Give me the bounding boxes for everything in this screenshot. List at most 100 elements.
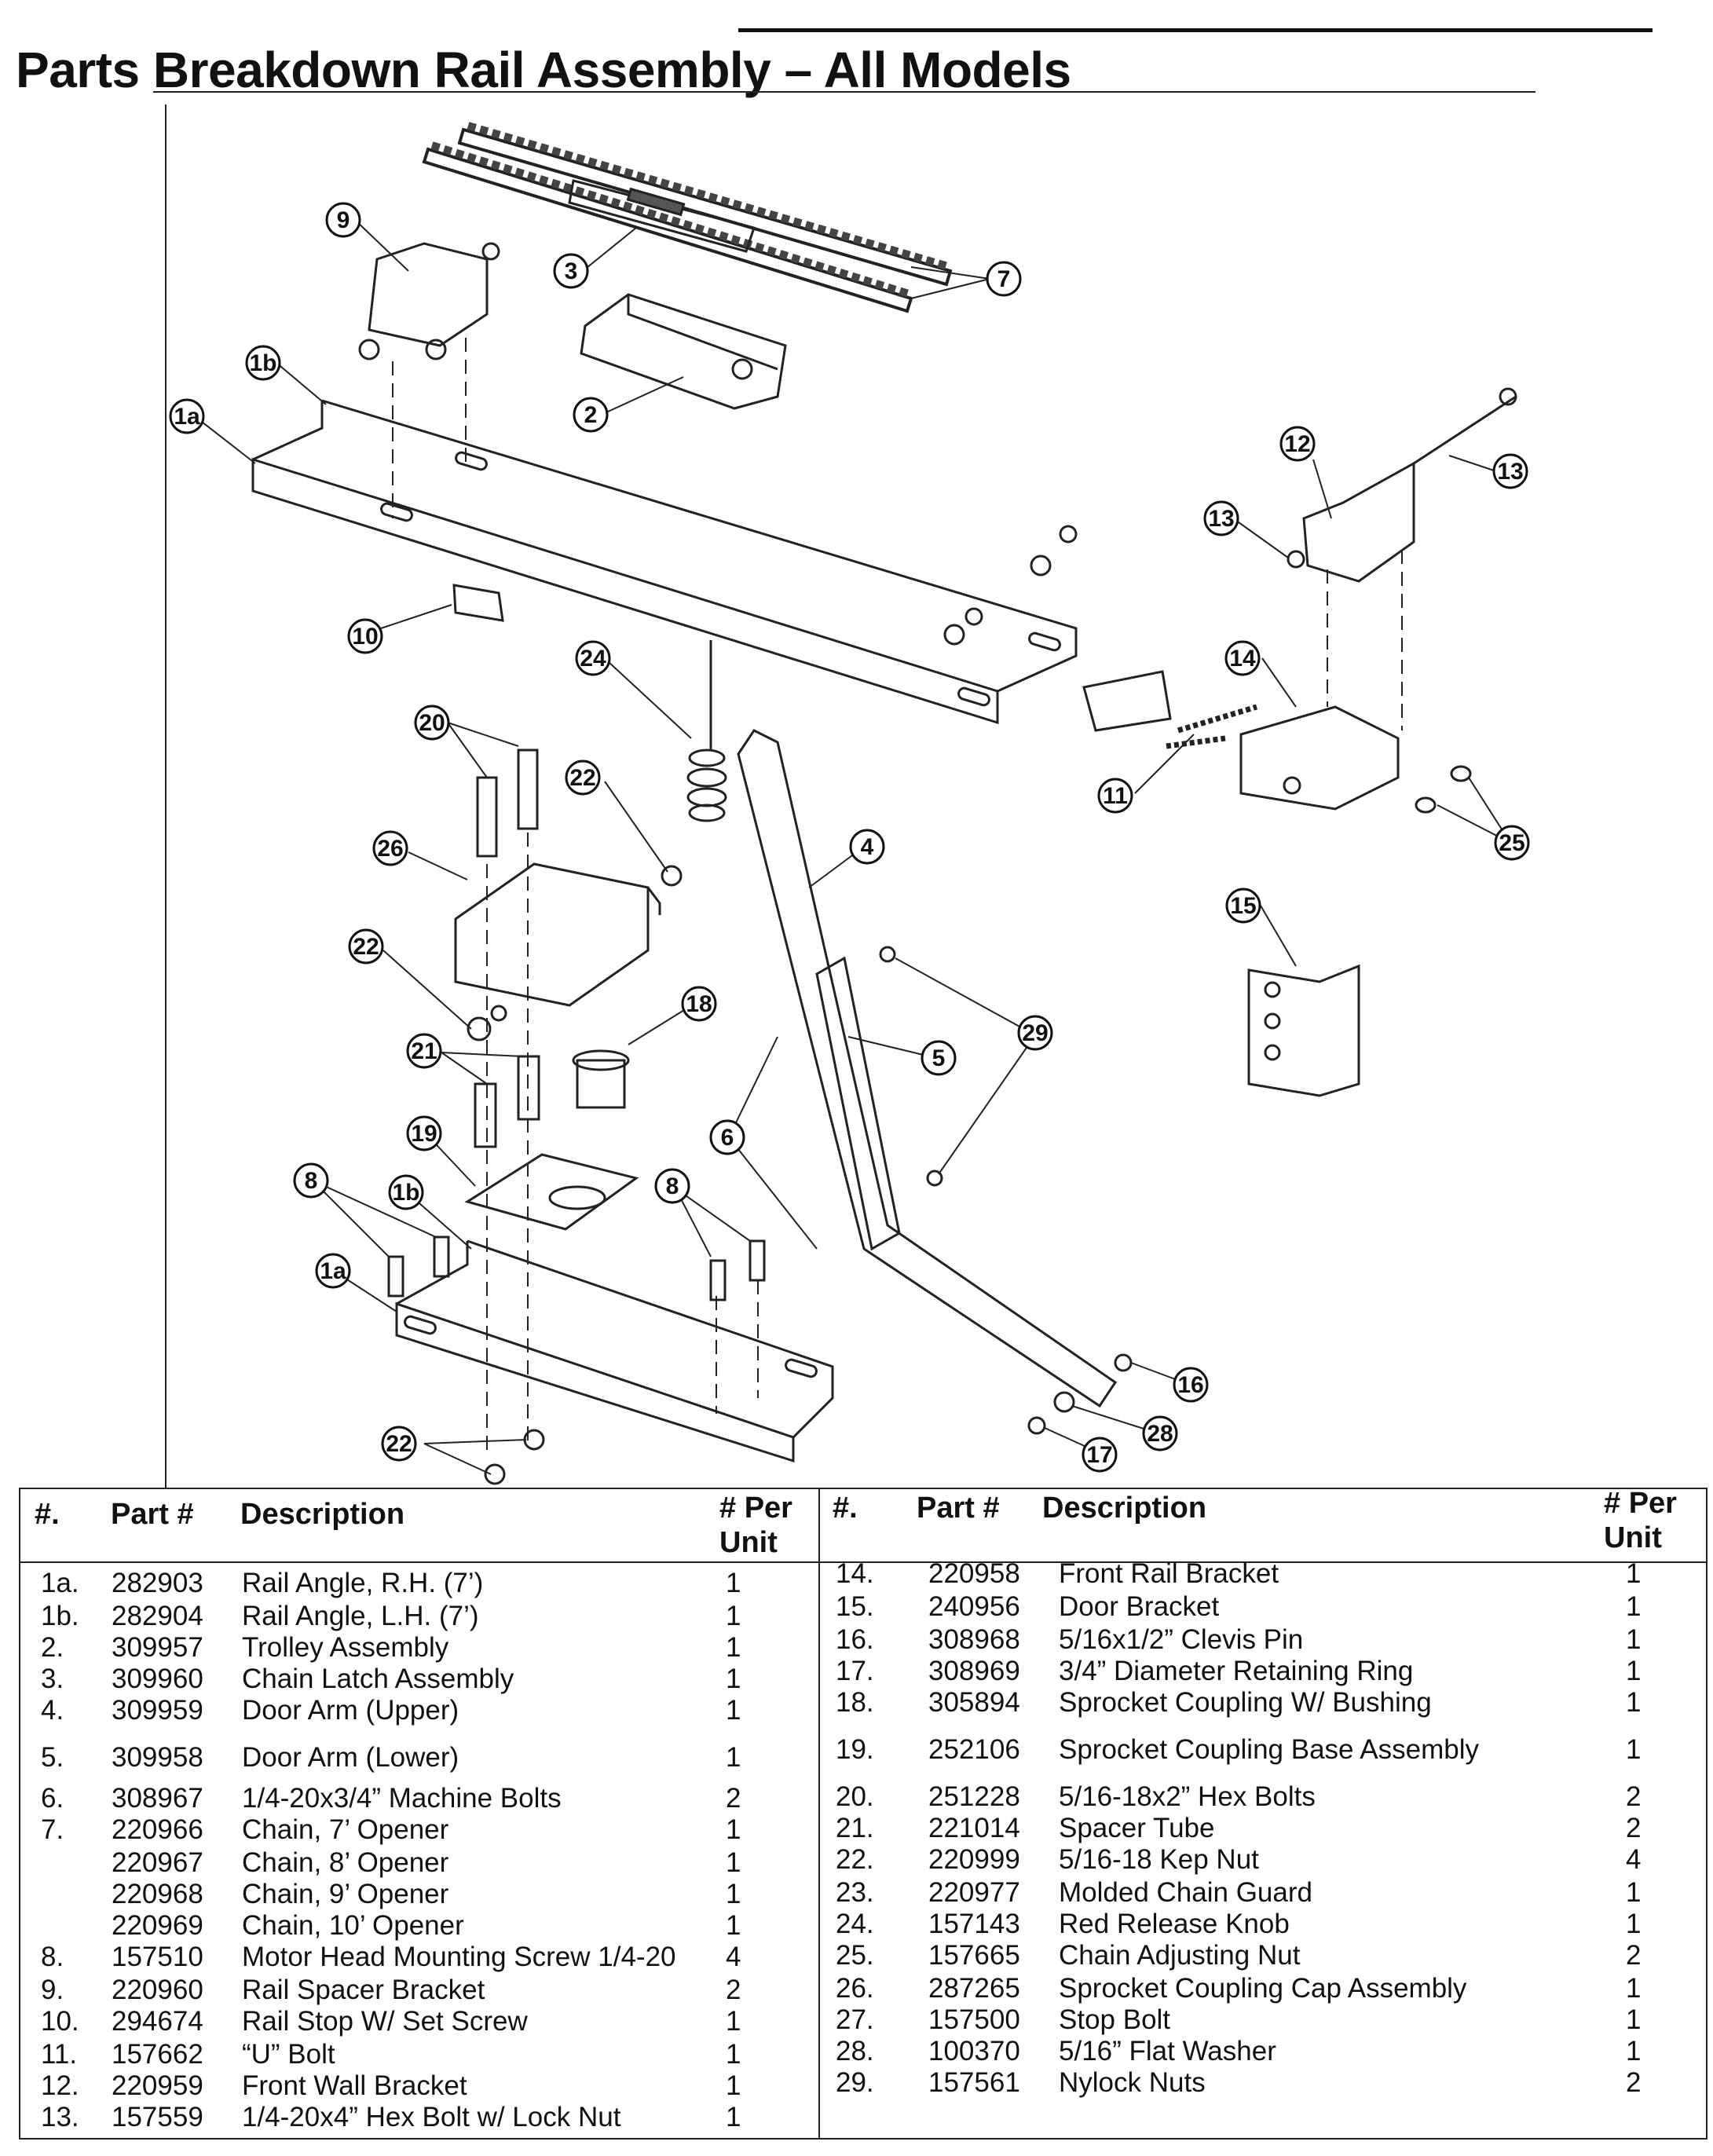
cell-desc: “U” Bolt — [242, 2039, 335, 2070]
cell-qty: 1 — [726, 1879, 741, 1909]
cell-num: 25. — [836, 1940, 874, 1971]
callout-29: 29 — [1017, 1015, 1053, 1051]
cell-part: 220999 — [928, 1844, 1020, 1875]
table-row: 22. 220999 5/16-18 Kep Nut 4 — [818, 1844, 1706, 1876]
callout-label: 24 — [580, 646, 606, 672]
chain-lower — [422, 141, 913, 313]
cell-num: 16. — [836, 1624, 874, 1655]
cell-qty: 2 — [1626, 1813, 1642, 1843]
callout-22: 22 — [348, 928, 384, 965]
header-part: Part # — [917, 1492, 1000, 1525]
cell-part: 287265 — [928, 1973, 1020, 2004]
cell-desc: 5/16-18 Kep Nut — [1059, 1844, 1259, 1875]
callout-22: 22 — [381, 1426, 417, 1462]
callout-label: 1a — [320, 1258, 346, 1284]
cell-qty: 1 — [726, 2070, 741, 2101]
cell-num: 22. — [836, 1844, 874, 1875]
cell-desc: Chain, 10’ Opener — [242, 1910, 464, 1941]
callout-label: 9 — [337, 207, 350, 233]
cell-num: 9. — [41, 1975, 64, 2005]
callout-21: 21 — [406, 1033, 442, 1069]
callout-label: 7 — [997, 266, 1011, 292]
rail-lower — [395, 1239, 834, 1463]
cell-qty: 2 — [1626, 2067, 1642, 2098]
callout-label: 21 — [411, 1038, 437, 1064]
cell-qty: 1 — [1626, 2036, 1642, 2066]
cell-num: 29. — [836, 2067, 874, 2098]
cell-num: 17. — [836, 1656, 874, 1686]
callout-11: 11 — [1097, 778, 1133, 814]
cell-desc: Molded Chain Guard — [1059, 1877, 1312, 1908]
callout-2: 2 — [573, 397, 609, 433]
cell-qty: 1 — [726, 2006, 741, 2037]
front-rail-bracket — [1082, 670, 1472, 814]
rail-stop — [452, 584, 504, 622]
callout-26: 26 — [372, 830, 408, 866]
cell-num: 15. — [836, 1591, 874, 1622]
callout-label: 1b — [249, 350, 276, 376]
cell-num: 26. — [836, 1973, 874, 2004]
header-num: #. — [833, 1492, 858, 1525]
cell-qty: 1 — [1626, 1624, 1642, 1655]
cell-desc: Rail Spacer Bracket — [242, 1975, 485, 2005]
cell-desc: Front Rail Bracket — [1059, 1558, 1279, 1589]
callout-label: 14 — [1229, 646, 1256, 672]
callout-label: 8 — [666, 1173, 679, 1199]
header-qty: # Per Unit — [719, 1492, 792, 1559]
callout-label: 15 — [1230, 893, 1256, 919]
cell-part: 157559 — [112, 2102, 203, 2132]
callout-15: 15 — [1225, 888, 1261, 924]
callout-label: 22 — [569, 765, 595, 791]
cell-qty: 1 — [726, 1742, 741, 1773]
table-header: #. Part # Description # Per Unit — [818, 1487, 1706, 1563]
cell-desc: Chain, 7’ Opener — [242, 1814, 449, 1845]
cell-qty: 2 — [1626, 1940, 1642, 1971]
cell-part: 282903 — [112, 1568, 203, 1598]
cell-desc: 1/4-20x3/4” Machine Bolts — [242, 1783, 562, 1814]
cell-part: 220960 — [112, 1975, 203, 2005]
chain-upper — [457, 122, 953, 287]
cell-part: 308968 — [928, 1624, 1020, 1655]
callout-label: 5 — [932, 1045, 946, 1071]
cell-qty: 1 — [726, 1847, 741, 1878]
cell-num: 27. — [836, 2004, 874, 2035]
cell-desc: Spacer Tube — [1059, 1813, 1215, 1843]
release-knob — [686, 640, 727, 822]
cell-desc: Chain, 9’ Opener — [242, 1879, 449, 1909]
cell-num: 24. — [836, 1909, 874, 1939]
cell-desc: Door Arm (Lower) — [242, 1742, 459, 1773]
callout-label: 10 — [352, 624, 378, 650]
callout-label: 22 — [386, 1431, 412, 1457]
cell-part: 251228 — [928, 1781, 1020, 1812]
callout-12: 12 — [1279, 426, 1316, 462]
callout-25: 25 — [1494, 825, 1530, 861]
callout-8: 8 — [293, 1162, 329, 1199]
header-qty: # Per Unit — [1604, 1487, 1677, 1554]
cell-part: 157143 — [928, 1909, 1020, 1939]
callout-label: 1a — [174, 404, 200, 430]
door-bracket — [1247, 964, 1360, 1097]
cell-qty: 4 — [1626, 1844, 1642, 1875]
cell-part: 220966 — [112, 1814, 203, 1845]
cell-num: 19. — [836, 1734, 874, 1765]
cell-desc: Sprocket Coupling W/ Bushing — [1059, 1687, 1432, 1718]
callout-label: 13 — [1208, 506, 1234, 532]
callout-19: 19 — [406, 1115, 442, 1151]
cell-num: 23. — [836, 1877, 874, 1908]
door-arm-upper — [737, 729, 1118, 1408]
sprocket-coupling-base — [464, 1153, 639, 1231]
cell-qty: 1 — [1626, 1591, 1642, 1622]
callout-label: 19 — [411, 1121, 437, 1147]
cell-desc: Front Wall Bracket — [242, 2070, 467, 2101]
